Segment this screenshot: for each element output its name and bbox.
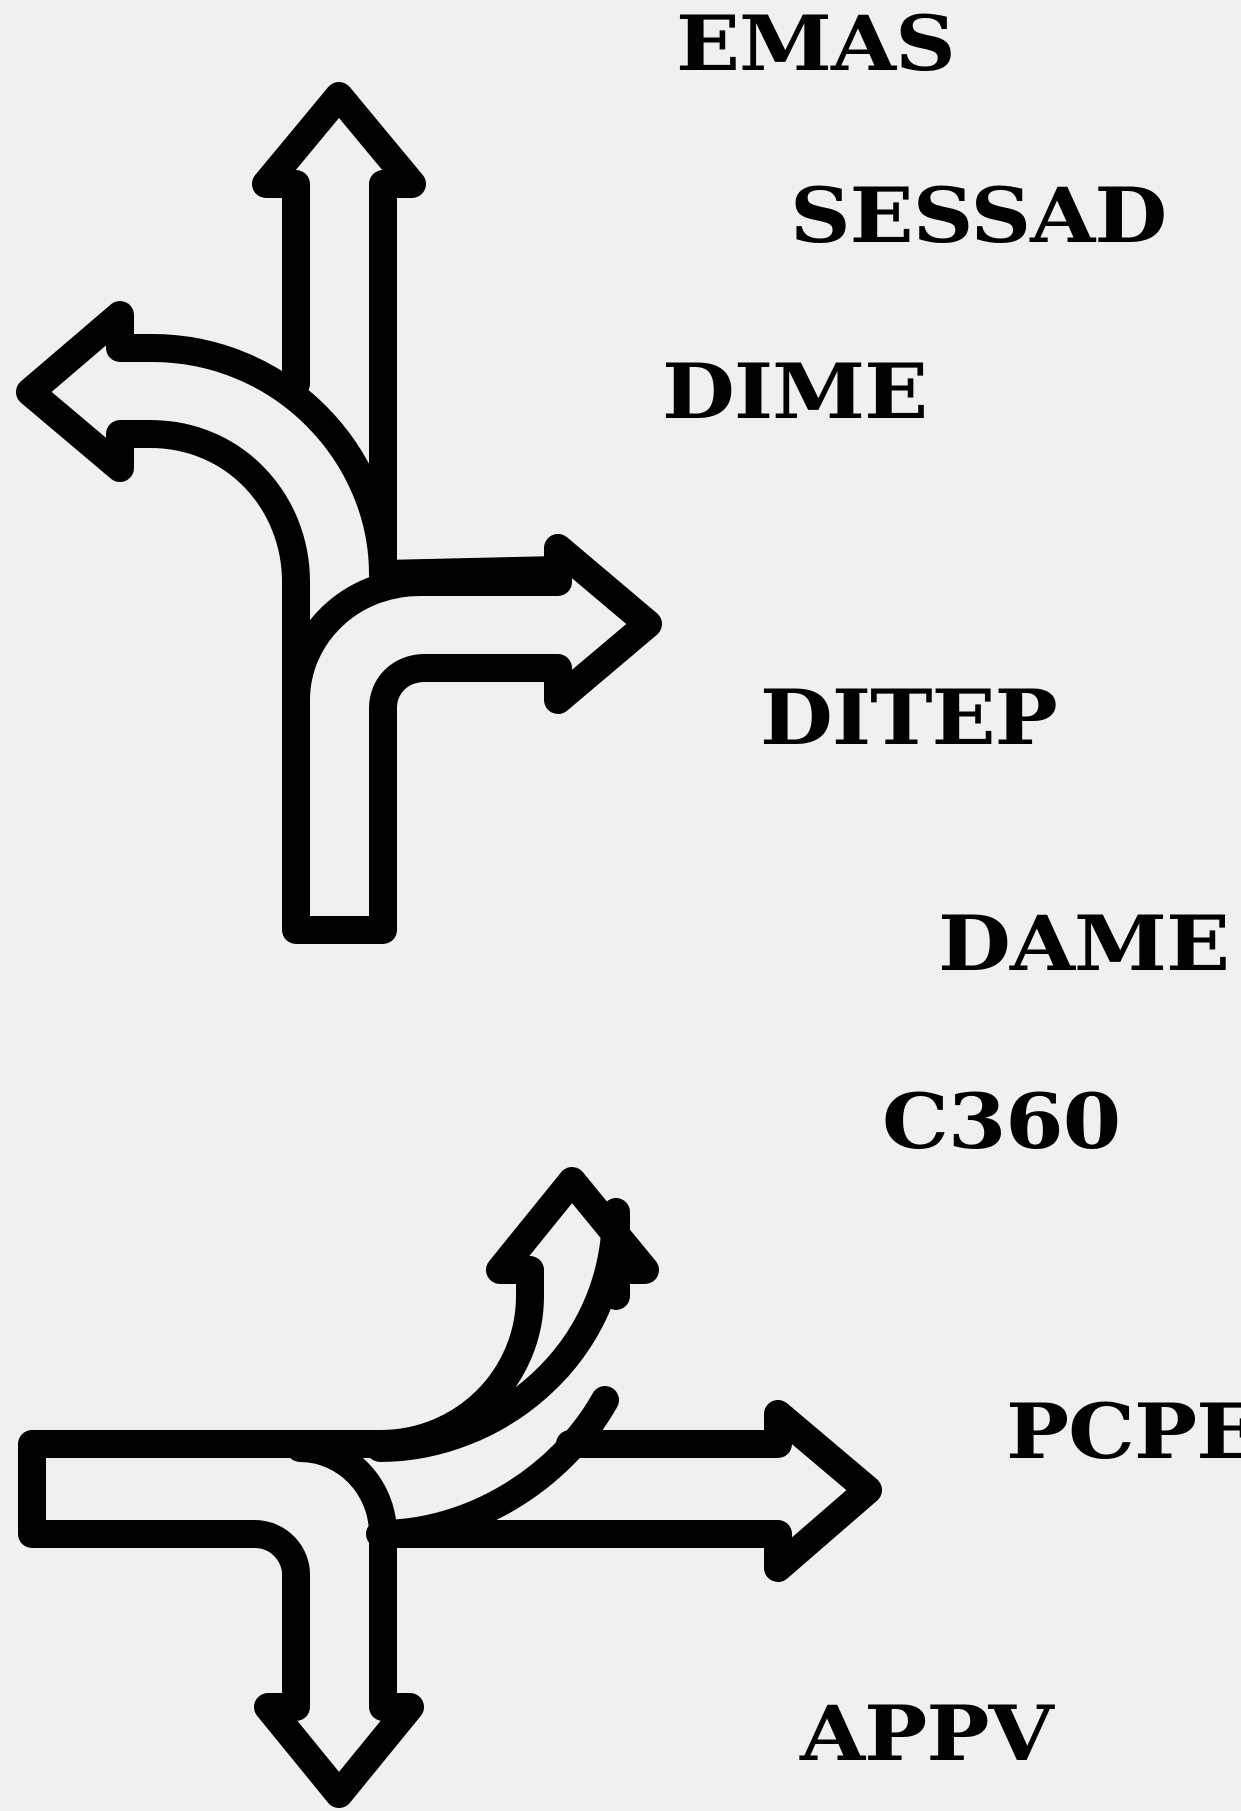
up-curve-arrow-bottom-icon bbox=[18, 1198, 882, 1808]
label-sessad: SESSAD bbox=[790, 170, 1167, 260]
label-appv: APPV bbox=[800, 1688, 1054, 1778]
label-pcpe: PCPE bbox=[1006, 1386, 1241, 1476]
junction-arrows-bottom-icon bbox=[18, 1167, 882, 1808]
up-arrow-bottom-icon bbox=[486, 1167, 659, 1310]
label-c360: C360 bbox=[882, 1076, 1121, 1166]
left-curve-arrow-top-icon bbox=[16, 301, 662, 944]
junction-arrows-top-icon bbox=[16, 82, 662, 944]
inner-curve-bottom-icon bbox=[286, 1386, 619, 1548]
label-emas: EMAS bbox=[676, 0, 956, 88]
right-arrow-top-icon bbox=[369, 556, 572, 588]
up-arrow-top-icon bbox=[252, 82, 426, 588]
label-dime: DIME bbox=[662, 346, 928, 436]
label-ditep: DITEP bbox=[760, 672, 1058, 762]
label-dame: DAME bbox=[938, 898, 1230, 988]
